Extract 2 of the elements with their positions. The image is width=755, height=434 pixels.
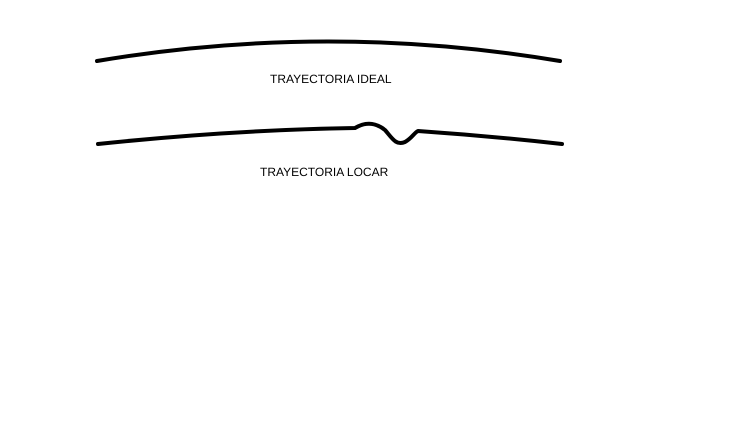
curve-label: TRAYECTORIA LOCAR bbox=[260, 164, 388, 181]
curve-label: TRAYECTORIA IDEAL bbox=[270, 71, 392, 88]
